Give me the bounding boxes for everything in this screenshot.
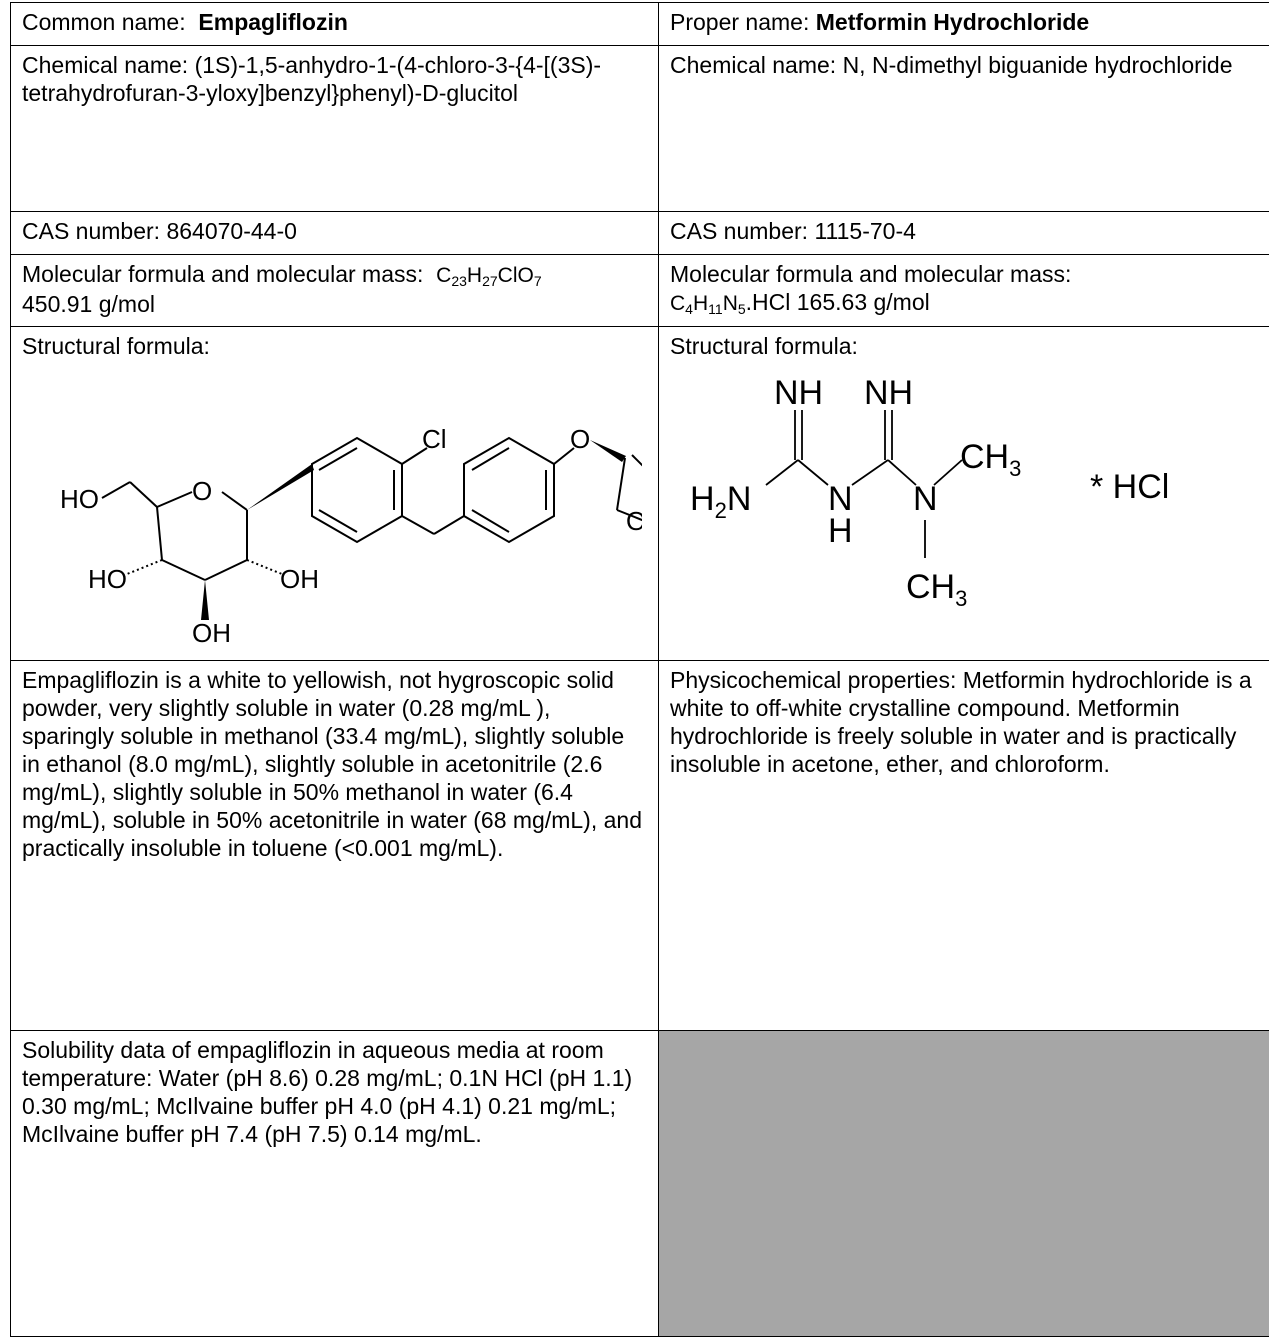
atom-ch3-b: CH3: [906, 568, 967, 611]
empagliflozin-chemical-name: Chemical name: (1S)-1,5-anhydro-1-(4-chl…: [10, 45, 659, 212]
atom-o-ring: O: [192, 476, 212, 506]
atom-ho-2: HO: [88, 564, 127, 594]
atom-nh-a: NH: [774, 374, 823, 412]
monograph-table: Common name: Empagliflozin Proper name: …: [10, 2, 1269, 1337]
hcl-salt-label: * HCl: [1090, 468, 1169, 506]
atom-o-thf: O: [626, 506, 642, 536]
row-properties: Empagliflozin is a white to yellowish, n…: [10, 660, 1269, 1031]
atom-oh-2: OH: [192, 618, 231, 648]
empagliflozin-cas: CAS number: 864070-44-0: [10, 211, 659, 255]
empagliflozin-formula: C23H27ClO7: [436, 264, 542, 289]
atom-n-mid: N: [828, 480, 853, 518]
proper-name-label: Proper name:: [670, 9, 810, 35]
proper-name-cell: Proper name: Metformin Hydrochloride: [658, 2, 1269, 46]
metformin-chemical-name: Chemical name: N, N-dimethyl biguanide h…: [658, 45, 1269, 212]
atom-n-dim: N: [913, 480, 938, 518]
metformin-structure-cell: Structural formula: NH NH: [658, 326, 1269, 661]
atom-cl: Cl: [422, 424, 447, 454]
row-name: Common name: Empagliflozin Proper name: …: [10, 2, 1269, 46]
empagliflozin-solubility: Solubility data of empagliflozin in aque…: [10, 1030, 659, 1337]
metformin-structure-diagram: NH NH H2N N H N CH3 CH3 * HCl: [690, 374, 1169, 611]
empty-shaded-cell: [658, 1030, 1269, 1337]
atom-ho-1: HO: [60, 484, 99, 514]
row-cas: CAS number: 864070-44-0 CAS number: 1115…: [10, 211, 1269, 255]
atom-ch3-a: CH3: [960, 438, 1021, 481]
row-formula: Molecular formula and molecular mass: C2…: [10, 254, 1269, 327]
empagliflozin-formula-cell: Molecular formula and molecular mass: C2…: [10, 254, 659, 327]
proper-name-value: Metformin Hydrochloride: [815, 9, 1090, 35]
atom-h2n: H2N: [690, 480, 751, 523]
formula-label: Molecular formula and molecular mass:: [22, 261, 424, 287]
atom-o-ether: O: [570, 424, 590, 454]
empagliflozin-mass: 450.91 g/mol: [22, 291, 155, 317]
row-solubility: Solubility data of empagliflozin in aque…: [10, 1030, 1269, 1337]
structural-formula-label: Structural formula:: [670, 333, 858, 359]
row-chemical-name: Chemical name: (1S)-1,5-anhydro-1-(4-chl…: [10, 45, 1269, 212]
atom-nh-b: NH: [864, 374, 913, 412]
metformin-cas: CAS number: 1115-70-4: [658, 211, 1269, 255]
common-name-label: Common name:: [22, 9, 186, 35]
formula-label: Molecular formula and molecular mass:: [670, 261, 1072, 287]
atom-oh-1: OH: [280, 564, 319, 594]
metformin-formula: C4H11N5.HCl 165.63 g/mol: [670, 289, 930, 317]
common-name-value: Empagliflozin: [198, 9, 348, 35]
atom-h-mid: H: [828, 512, 853, 550]
empagliflozin-structure-cell: Structural formula:: [10, 326, 659, 661]
empagliflozin-properties: Empagliflozin is a white to yellowish, n…: [10, 660, 659, 1031]
common-name-cell: Common name: Empagliflozin: [10, 2, 659, 46]
empagliflozin-structure-diagram: O Cl O O HO HO OH OH: [60, 424, 658, 648]
metformin-properties: Physicochemical properties: Metformin hy…: [658, 660, 1269, 1031]
structural-formula-label: Structural formula:: [22, 333, 210, 359]
row-structure: Structural formula:: [10, 326, 1269, 661]
metformin-formula-cell: Molecular formula and molecular mass: C4…: [658, 254, 1269, 327]
